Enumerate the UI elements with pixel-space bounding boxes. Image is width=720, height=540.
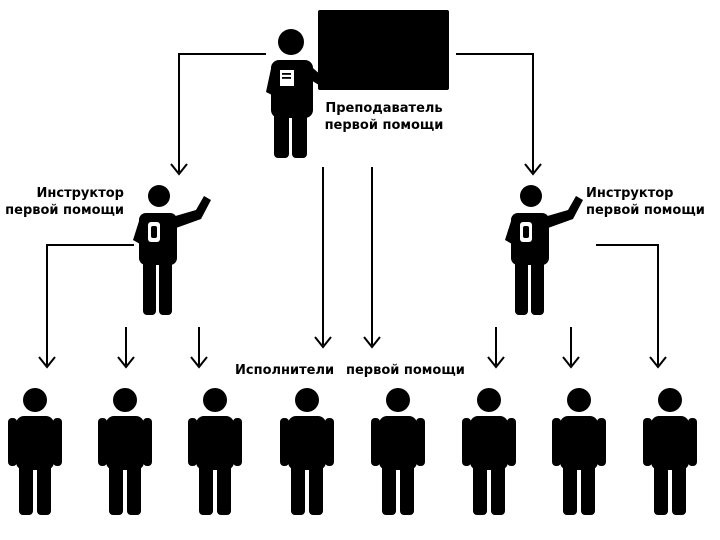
arrow-down-icon: [363, 336, 381, 349]
arrow-right-instructor-to-performer-8: [596, 244, 659, 365]
arrow-down-icon: [38, 356, 56, 369]
instructor-left-label-line1: Инструктор: [36, 186, 124, 201]
performers-label-word2: первой помощи: [346, 363, 465, 378]
person-icon: [98, 388, 152, 515]
person-icon: [552, 388, 606, 515]
instructor-right-label-line1: Инструктор: [586, 186, 674, 201]
instructor-right-label: Инструктор первой помощи: [586, 185, 716, 219]
person-icon: [280, 388, 334, 515]
arrow-down-icon: [649, 356, 667, 369]
arrow-left-instructor-to-performer-1: [46, 244, 134, 365]
teacher-label: Преподаватель первой помощи: [318, 100, 450, 134]
arrow-down-icon: [170, 163, 188, 176]
instructor-pointing-icon: [133, 185, 211, 315]
arrow-down-icon: [314, 336, 332, 349]
person-icon: [371, 388, 425, 515]
board: [318, 10, 449, 90]
arrow-teacher-to-left-instructor: [178, 53, 266, 172]
person-icon: [8, 388, 62, 515]
person-icon: [462, 388, 516, 515]
connector-lines: [46, 53, 659, 365]
teacher-label-line1: Преподаватель: [325, 101, 443, 116]
instructor-right-label-line2: первой помощи: [586, 203, 705, 218]
person-icon: [188, 388, 242, 515]
arrow-down-icon: [190, 356, 208, 369]
instructor-left-label-line2: первой помощи: [5, 203, 124, 218]
arrow-down-icon: [487, 356, 505, 369]
arrow-down-icon: [117, 356, 135, 369]
teacher-at-board-icon: [266, 10, 449, 158]
arrow-down-icon: [524, 163, 542, 176]
instructor-pointing-icon: [505, 185, 583, 315]
person-icon: [643, 388, 697, 515]
performers-label-word1: Исполнители: [235, 363, 335, 378]
arrow-teacher-to-right-instructor: [456, 53, 534, 172]
instructor-left-label: Инструктор первой помощи: [0, 185, 124, 219]
performers-row: [8, 388, 697, 515]
teacher-label-line2: первой помощи: [324, 118, 444, 133]
arrow-down-icon: [562, 356, 580, 369]
arrow-heads: [38, 163, 667, 369]
